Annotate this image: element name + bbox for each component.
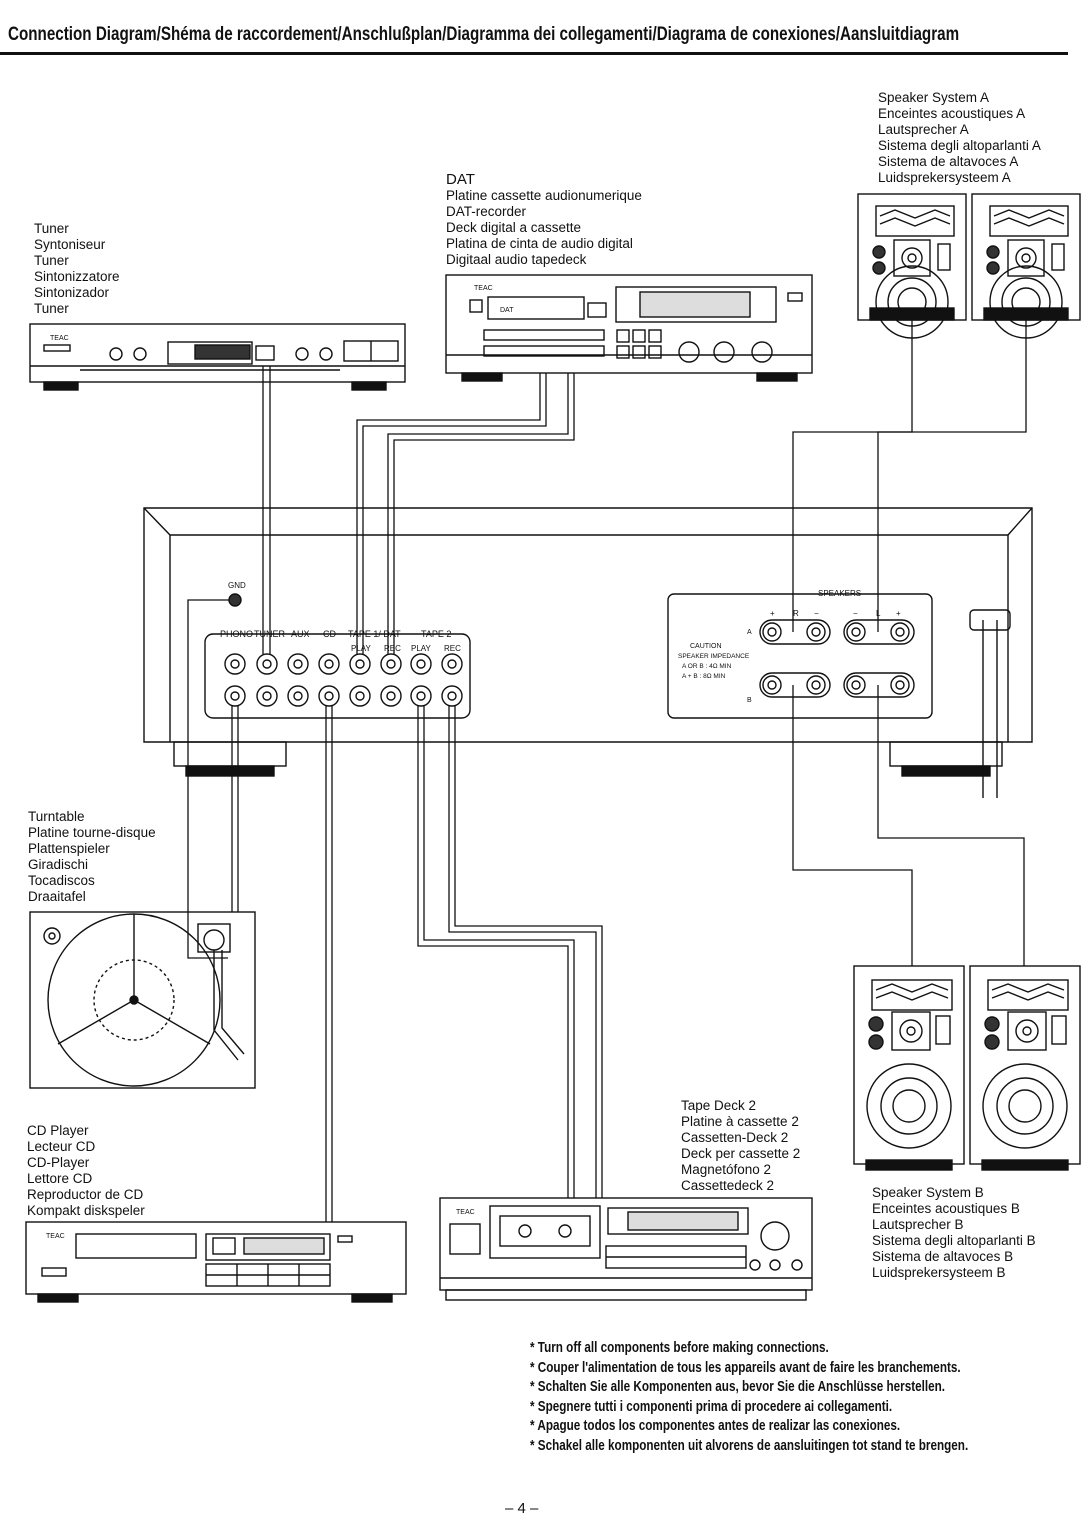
- note-fr: * Couper l'alimentation de tous les appa…: [530, 1358, 961, 1376]
- cable-dat-play-r: [356, 373, 541, 654]
- title-underline: [0, 52, 1068, 55]
- dat-unit: TEAC DAT: [445, 274, 813, 382]
- input-label-phono: PHONO: [220, 629, 253, 639]
- cd-brand: TEAC: [46, 1233, 65, 1240]
- cable-tape2-rec-r: [448, 706, 597, 1198]
- page-number: – 4 –: [505, 1500, 539, 1517]
- speaker-terminal-panel: [667, 593, 933, 719]
- cable-tape2-rec-l: [454, 706, 603, 1198]
- speaker-b-unit: [853, 965, 1081, 1171]
- caution-impedance: SPEAKER IMPEDANCE: [678, 653, 750, 660]
- tape-brand: TEAC: [456, 1209, 475, 1216]
- tape1-rec-label: REC: [384, 644, 401, 653]
- cable-dat-play-l: [362, 373, 547, 654]
- dat-brand: TEAC: [474, 285, 493, 292]
- turntable-unit: [29, 911, 256, 1089]
- cable-speaker-a-right: [792, 320, 913, 632]
- cable-gnd: [187, 599, 229, 959]
- dat-badge: DAT: [500, 307, 514, 314]
- note-it: * Spegnere tutti i componenti prima di p…: [530, 1397, 893, 1415]
- channel-r-label: R: [793, 609, 799, 618]
- speaker-a-right: [971, 193, 1081, 339]
- speaker-a-unit: [857, 193, 1081, 339]
- cable-tape2-play-l: [423, 706, 575, 1198]
- input-label-aux: AUX: [291, 629, 310, 639]
- power-cord-bushing: [969, 609, 1011, 631]
- speaker-b-right: [969, 965, 1081, 1171]
- rca-jacks: [224, 653, 463, 707]
- caution-a-plus-b: A + B : 8Ω MIN: [682, 673, 726, 680]
- notes-block: * Turn off all components before making …: [530, 1338, 968, 1455]
- note-nl: * Schakel alle komponenten uit alvorens …: [530, 1436, 969, 1454]
- r-minus-label: −: [814, 609, 819, 618]
- power-cord: [982, 620, 998, 798]
- cable-speaker-b-right: [792, 685, 913, 966]
- tape1-play-label: PLAY: [351, 644, 372, 653]
- note-de: * Schalten Sie alle Komponenten aus, bev…: [530, 1378, 946, 1395]
- speaker-terminals: [759, 619, 915, 698]
- cable-dat-rec-l: [393, 373, 575, 654]
- page-title: Connection Diagram/Shéma de raccordement…: [8, 24, 960, 45]
- tuner-brand: TEAC: [50, 335, 69, 342]
- tape-deck-2-unit: TEAC: [439, 1197, 813, 1301]
- input-panel: [204, 633, 471, 719]
- cd-player-unit: TEAC: [25, 1221, 407, 1303]
- input-label-cd: CD: [323, 629, 336, 639]
- speaker-a-left: [857, 193, 967, 339]
- tape2-rec-label: REC: [444, 644, 461, 653]
- tuner-unit: TEAC: [29, 323, 406, 391]
- speaker-b-left: [853, 965, 965, 1171]
- cables: [187, 320, 1027, 1222]
- speakers-label: SPEAKERS: [818, 589, 861, 598]
- caution-a-or-b: A OR B : 4Ω MIN: [682, 663, 732, 670]
- tape2-play-label: PLAY: [411, 644, 432, 653]
- cable-tape2-play-r: [417, 706, 569, 1198]
- cable-speaker-b-left: [877, 685, 1025, 966]
- note-es: * Apague todos los componentes antes de …: [530, 1417, 901, 1434]
- gnd-label: GND: [228, 581, 246, 590]
- caution-title: CAUTION: [690, 643, 722, 650]
- l-plus-label: +: [896, 609, 901, 618]
- amplifier-unit: GND PHONO TUNER AUX CD TAPE 1/ DAT TAPE …: [143, 507, 1033, 798]
- r-plus-label: +: [770, 609, 775, 618]
- cable-speaker-a-left: [877, 320, 1027, 632]
- input-label-tape2: TAPE 2: [421, 629, 451, 639]
- gnd-terminal: [228, 593, 242, 607]
- row-b-label: B: [747, 697, 752, 704]
- l-minus-label: −: [853, 609, 858, 618]
- input-label-tape1-dat: TAPE 1/ DAT: [348, 629, 401, 639]
- note-en: * Turn off all components before making …: [530, 1339, 829, 1356]
- cable-dat-rec-r: [387, 373, 569, 654]
- row-a-label: A: [747, 629, 752, 636]
